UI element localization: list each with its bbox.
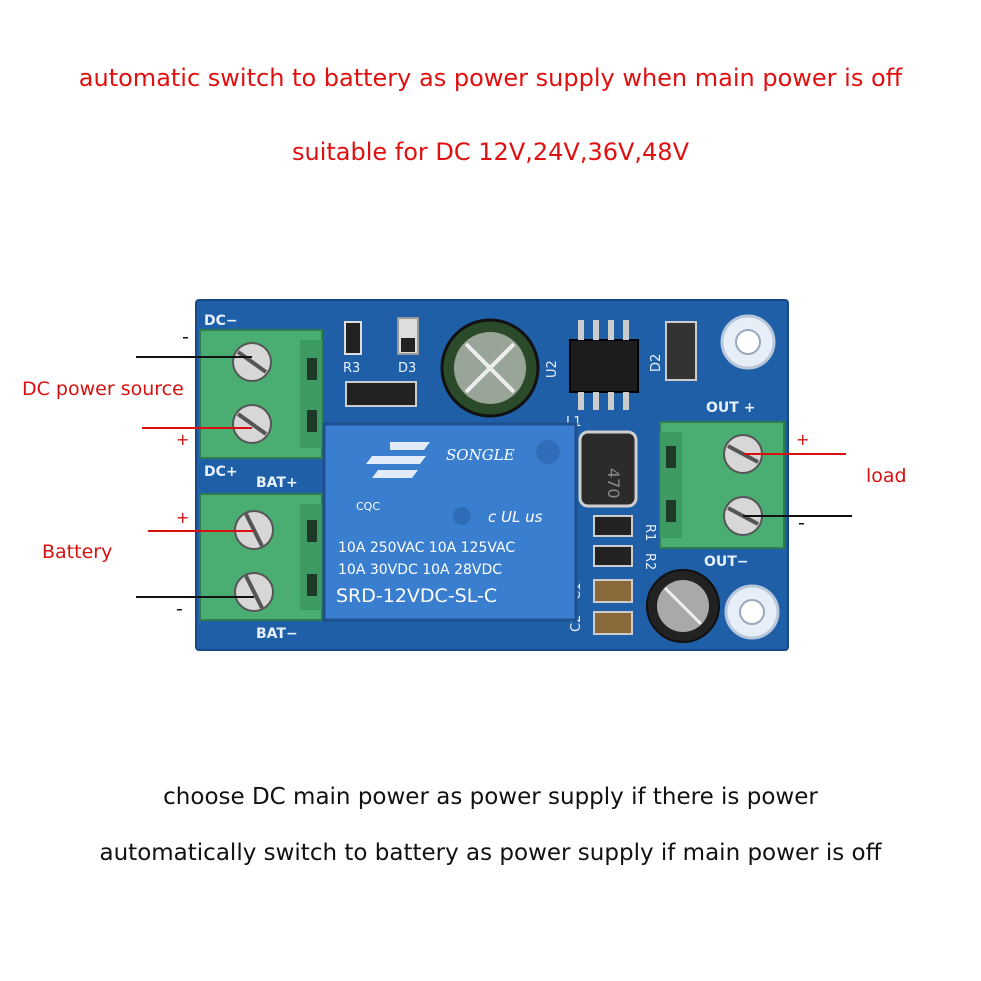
footer-line-1: choose DC main power as power supply if … xyxy=(163,784,818,810)
terminal-block-dc xyxy=(199,329,323,459)
relay-model: SRD-12VDC-SL-C xyxy=(336,585,497,607)
relay: SONGLE CQC c UL us 10A 250VAC 10A 125VAC… xyxy=(322,422,578,622)
relay-rating-2: 10A 30VDC 10A 28VDC xyxy=(338,562,502,578)
inductor-l1: 470 xyxy=(578,430,638,508)
sign-dc-minus: - xyxy=(182,326,189,348)
capacitor-c1 xyxy=(593,579,633,603)
jumper xyxy=(345,381,417,407)
capacitor-small xyxy=(646,569,720,643)
sign-bat-plus: + xyxy=(176,508,190,527)
callout-battery: Battery xyxy=(42,541,113,563)
label-bat-minus: BAT− xyxy=(256,626,298,642)
sign-dc-plus: + xyxy=(176,430,190,449)
sign-bat-minus: - xyxy=(176,598,183,620)
sign-out-plus: + xyxy=(796,430,810,449)
headline-line-1: automatic switch to battery as power sup… xyxy=(78,64,903,92)
footer-line-2: automatically switch to battery as power… xyxy=(99,840,882,866)
resistor-r2 xyxy=(593,545,633,567)
callout-dc-power-source: DC power source xyxy=(22,378,184,400)
capacitor-c2 xyxy=(593,611,633,635)
relay-ul: c UL us xyxy=(488,508,543,526)
label-dc-plus: DC+ xyxy=(204,464,238,480)
capacitor-large xyxy=(440,318,540,418)
terminal-block-out xyxy=(659,421,785,549)
chip-u2 xyxy=(569,320,639,410)
label-bat-plus: BAT+ xyxy=(256,475,298,491)
headline-line-2: suitable for DC 12V,24V,36V,48V xyxy=(291,138,689,166)
relay-cqc: CQC xyxy=(356,500,380,513)
resistor-r3 xyxy=(344,321,362,355)
label-r3: R3 xyxy=(343,361,360,376)
label-out-plus: OUT + xyxy=(706,400,755,416)
mounting-hole-bottom xyxy=(724,584,780,640)
label-dc-minus: DC− xyxy=(204,313,238,329)
label-d2: D2 xyxy=(649,354,664,372)
relay-rating-1: 10A 250VAC 10A 125VAC xyxy=(338,540,515,556)
diode-d2 xyxy=(665,321,697,381)
terminal-block-battery xyxy=(199,493,323,621)
label-r1: R1 xyxy=(642,524,657,541)
relay-brand: SONGLE xyxy=(446,446,515,464)
callout-load: load xyxy=(866,465,907,487)
label-u2: U2 xyxy=(545,360,560,378)
mounting-hole-top xyxy=(720,314,776,370)
resistor-r1 xyxy=(593,515,633,537)
svg-text:470: 470 xyxy=(604,468,623,499)
sign-out-minus: - xyxy=(798,512,805,534)
label-r2: R2 xyxy=(642,553,657,570)
label-out-minus: OUT− xyxy=(704,554,749,570)
label-d3: D3 xyxy=(398,361,416,376)
